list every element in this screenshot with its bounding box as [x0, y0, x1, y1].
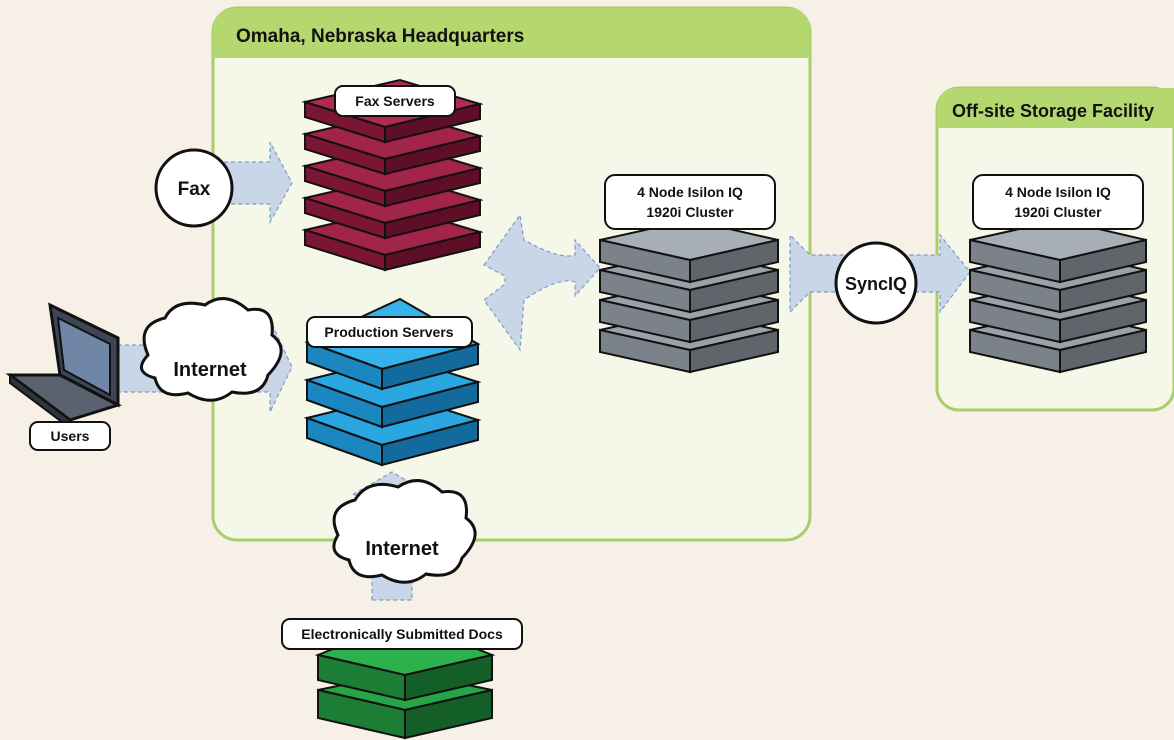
cloud-icon: [332, 479, 477, 584]
offsite-storage-cluster: [969, 218, 1147, 374]
electronic-docs-label: Electronically Submitted Docs: [301, 626, 503, 642]
fax-circle: Fax: [154, 148, 234, 228]
hq-cluster-label-line1: 4 Node Isilon IQ: [637, 184, 743, 200]
hq-cluster-label-box: 4 Node Isilon IQ 1920i Cluster: [604, 174, 776, 230]
fax-servers-label-box: Fax Servers: [334, 85, 456, 117]
production-servers-label-box: Production Servers: [306, 316, 473, 348]
production-servers-label: Production Servers: [324, 324, 453, 340]
fax-servers-label: Fax Servers: [355, 93, 435, 109]
hq-cluster-label-line2: 1920i Cluster: [646, 204, 734, 220]
headquarters-title: Omaha, Nebraska Headquarters: [236, 26, 524, 47]
electronic-docs-label-box: Electronically Submitted Docs: [281, 618, 523, 650]
internet-users-label: Internet: [173, 359, 247, 381]
fax-label: Fax: [178, 179, 211, 200]
hq-storage-cluster: [599, 218, 779, 374]
offsite-cluster-label-line2: 1920i Cluster: [1014, 204, 1102, 220]
servers-cluster-arrow: [483, 213, 601, 352]
offsite-title: Off-site Storage Facility: [952, 101, 1154, 121]
users-label-box: Users: [29, 421, 111, 451]
synciq-label: SyncIQ: [845, 274, 907, 294]
internet-docs-label: Internet: [365, 538, 439, 560]
cloud-icon: [139, 297, 283, 402]
offsite-cluster-label-box: 4 Node Isilon IQ 1920i Cluster: [972, 174, 1144, 230]
offsite-cluster-label-line1: 4 Node Isilon IQ: [1005, 184, 1111, 200]
laptop-icon: [5, 302, 122, 430]
synciq-circle: SyncIQ: [834, 241, 918, 325]
users-label: Users: [51, 428, 90, 444]
